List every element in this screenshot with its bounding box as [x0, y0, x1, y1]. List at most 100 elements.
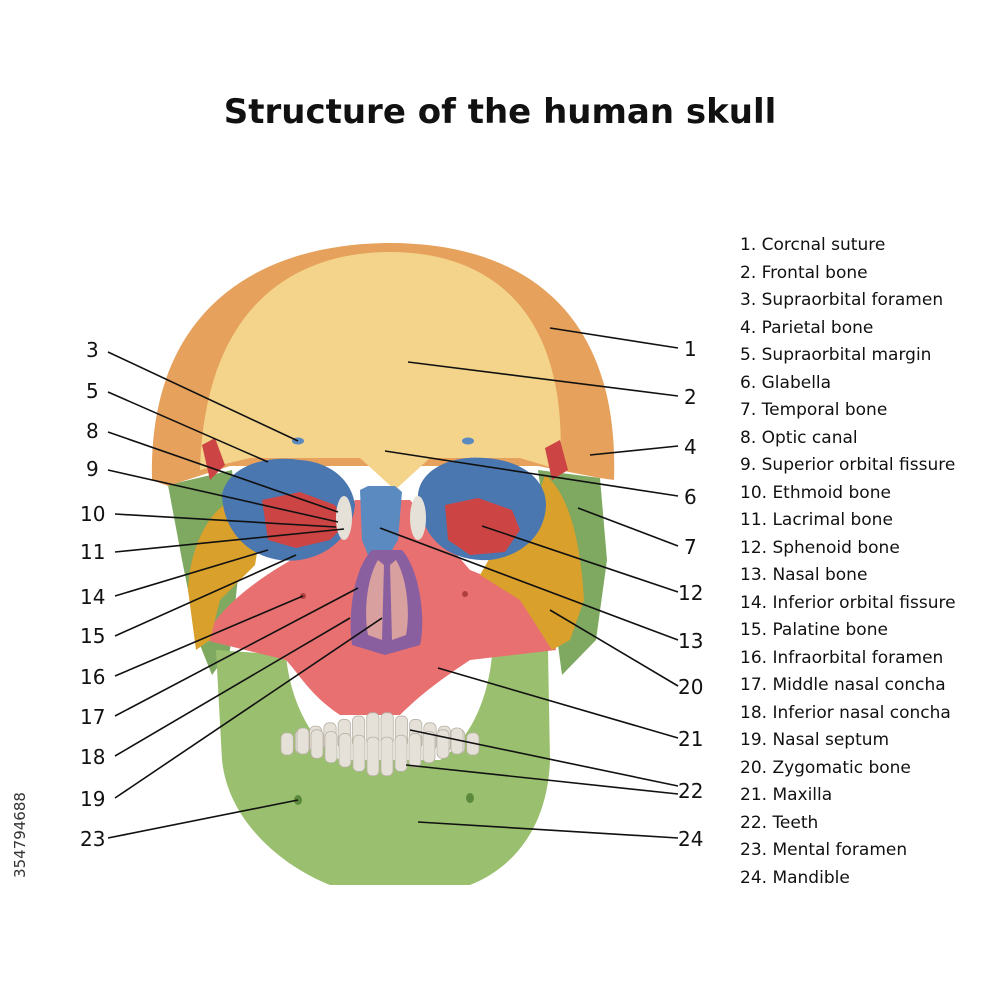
leader-line-11 [114, 528, 345, 553]
zygomatic-bone-right [480, 475, 584, 650]
legend-item: 13. Nasal bone [740, 565, 868, 585]
leader-line-13 [379, 527, 679, 641]
tooth [280, 732, 294, 756]
tooth [422, 731, 436, 764]
callout-14: 14 [80, 585, 105, 609]
leader-line-12 [481, 525, 679, 593]
stock-id: 354794688 [11, 760, 29, 910]
legend-item: 11. Lacrimal bone [740, 510, 893, 530]
tooth [310, 729, 324, 759]
leader-line-24 [417, 821, 679, 839]
legend-item: 12. Sphenoid bone [740, 537, 900, 558]
leader-line-15 [114, 554, 297, 637]
diagram-title: Structure of the human skull [223, 92, 777, 132]
leader-line-6 [384, 450, 679, 497]
callout-16: 16 [80, 665, 105, 689]
frontal-bone [200, 252, 561, 490]
legend-item: 20. Zygomatic bone [740, 757, 911, 778]
callout-4: 4 [684, 435, 697, 459]
leader-line-18 [114, 617, 351, 757]
callout-10: 10 [80, 502, 105, 526]
legend-item: 15. Palatine bone [740, 620, 888, 640]
leader-lines [107, 327, 679, 839]
tooth [324, 731, 338, 764]
tooth [394, 734, 408, 772]
leader-line-3 [107, 351, 299, 442]
legend-item: 9. Superior orbital fissure [740, 455, 956, 475]
lacrimal-right [410, 496, 426, 540]
legend-item: 24. Mandible [740, 867, 850, 888]
legend-item: 4. Parietal bone [740, 317, 874, 338]
leader-line-22a [409, 729, 679, 787]
supraorbital-foramen-right [462, 437, 474, 445]
tooth [366, 736, 380, 777]
mental-foramen-right [466, 793, 474, 803]
lacrimal-left [336, 496, 352, 540]
leader-line-8 [107, 431, 339, 513]
tooth [380, 736, 394, 777]
sphenoid-temporal-left [202, 438, 225, 480]
leader-line-10 [114, 513, 337, 528]
callout-12: 12 [678, 581, 703, 605]
stock-id-text: 354794688 [11, 792, 29, 878]
leader-line-7 [577, 507, 679, 547]
callout-19: 19 [80, 787, 105, 811]
legend-item: 23. Mental foramen [740, 840, 908, 860]
leader-line-9 [107, 469, 339, 523]
leader-line-20 [549, 609, 679, 687]
legend-item: 6. Glabella [740, 372, 832, 393]
legend-item: 22. Teeth [740, 812, 819, 833]
legend-item: 1. Corcnal suture [740, 235, 886, 255]
callout-6: 6 [684, 485, 697, 509]
sphenoid-temporal-right [545, 440, 568, 480]
callout-21: 21 [678, 727, 703, 751]
tooth [338, 733, 352, 768]
leader-line-17 [114, 587, 359, 717]
leader-line-1 [549, 327, 679, 349]
callout-23: 23 [80, 827, 105, 851]
callout-18: 18 [80, 745, 105, 769]
tooth [352, 734, 366, 772]
legend-item: 10. Ethmoid bone [740, 482, 891, 503]
legend-list: 1. Corcnal suture 2. Frontal bone 3. Supra… [740, 233, 956, 893]
nasal-bone [360, 486, 402, 560]
callout-17: 17 [80, 705, 105, 729]
legend-item: 17. Middle nasal concha [740, 675, 946, 695]
leader-line-16 [114, 595, 304, 677]
leader-line-14 [114, 549, 269, 597]
callout-8: 8 [86, 419, 99, 443]
callout-3: 3 [86, 338, 99, 362]
callout-1: 1 [684, 337, 697, 361]
leader-line-4 [589, 445, 679, 456]
callout-11: 11 [80, 540, 105, 564]
legend-item: 14. Inferior orbital fissure [740, 592, 956, 613]
legend-item: 18. Inferior nasal concha [740, 702, 951, 723]
callout-numbers: 1 2 3 4 5 6 7 8 9 10 11 12 13 14 15 16 1… [80, 337, 703, 851]
leader-line-22b [405, 764, 679, 795]
leader-line-19 [114, 617, 383, 799]
leader-line-23 [107, 799, 299, 839]
callout-15: 15 [80, 624, 105, 648]
legend-item: 5. Supraorbital margin [740, 345, 932, 365]
nasal-conchae [366, 560, 408, 640]
tooth [436, 729, 450, 759]
callout-9: 9 [86, 457, 99, 481]
callout-20: 20 [678, 675, 703, 699]
legend-item: 8. Optic canal [740, 427, 858, 448]
teeth [280, 712, 480, 777]
legend-item: 3. Supraorbital foramen [740, 290, 944, 310]
callout-7: 7 [684, 535, 697, 559]
callout-2: 2 [684, 385, 697, 409]
legend-item: 7. Temporal bone [740, 400, 888, 420]
callout-13: 13 [678, 629, 703, 653]
legend-item: 2. Frontal bone [740, 262, 868, 283]
leader-line-5 [107, 391, 269, 463]
callout-24: 24 [678, 827, 703, 851]
leader-line-2 [407, 361, 679, 397]
leader-line-21 [437, 667, 679, 739]
callout-5: 5 [86, 379, 99, 403]
legend-item: 16. Infraorbital foramen [740, 647, 944, 668]
infraorbital-foramen-right [462, 591, 468, 597]
